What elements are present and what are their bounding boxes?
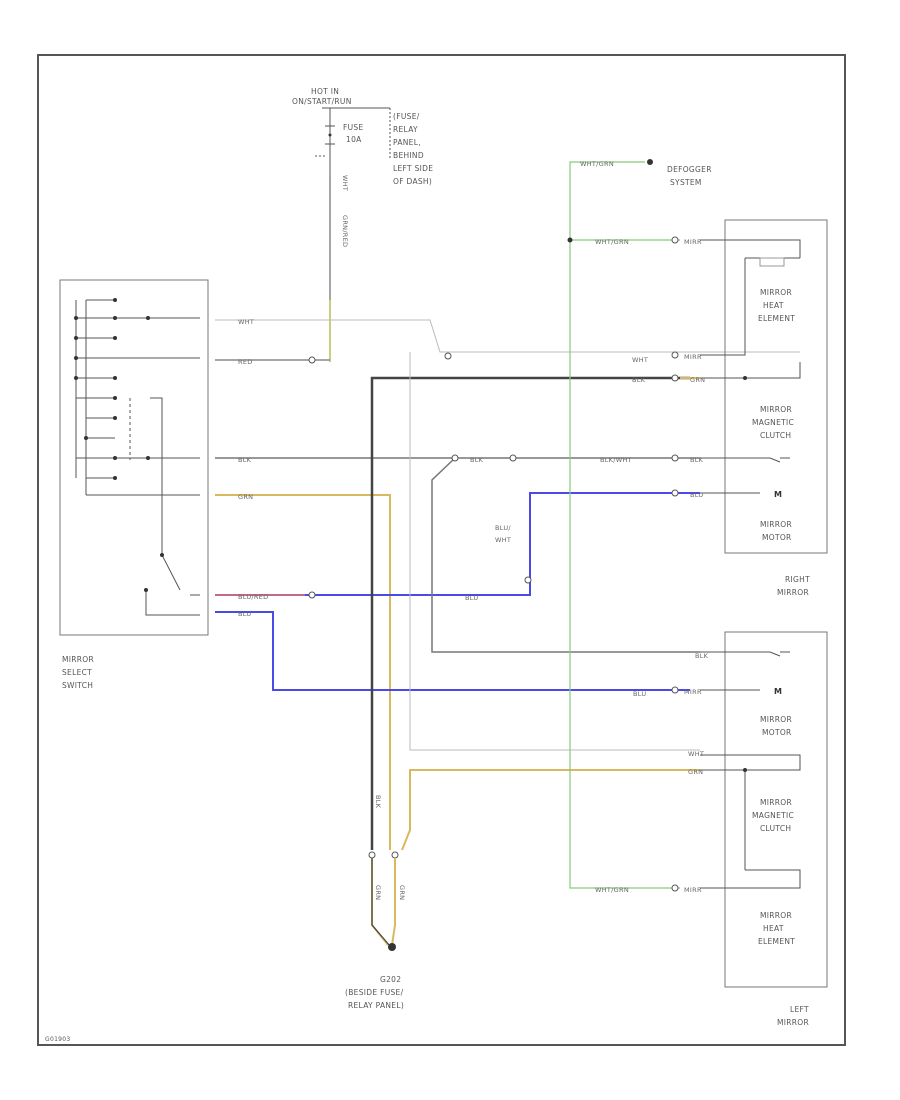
left-clutch-label-2: MAGNETIC: [752, 811, 794, 820]
right-group-label-2: MIRROR: [777, 588, 809, 597]
right-conn-blk: BLK: [690, 456, 704, 464]
left-clutch-label-1: MIRROR: [760, 798, 792, 807]
left-group-label-1: LEFT: [790, 1005, 809, 1014]
left-group-label-2: MIRROR: [777, 1018, 809, 1027]
panel-label-1: (FUSE/: [393, 112, 420, 121]
switch-label-3: SWITCH: [62, 681, 93, 690]
left-mirror: M MIRROR MOTOR MIRROR MAGNETIC CLUTCH MI…: [671, 631, 828, 1027]
left-heat-label-1: MIRROR: [760, 911, 792, 920]
right-heat-label-3: ELEMENT: [758, 314, 795, 323]
wire-label-wht: WHT: [238, 318, 254, 326]
wire-label-blk-right: BLK: [632, 376, 646, 384]
panel-label-4: BEHIND: [393, 151, 424, 160]
wire-label-bluwht-1: BLU/: [495, 524, 511, 532]
right-motor-symbol: M: [774, 490, 782, 499]
power-wire-label-top: WHT: [341, 175, 349, 191]
wire-label-blu-mid: BLU: [465, 594, 478, 602]
right-heat-label-1: MIRROR: [760, 288, 792, 297]
right-conn-grn: GRN: [690, 376, 705, 384]
power-wire-label-mid: GRN/RED: [341, 215, 349, 247]
panel-label-5: LEFT SIDE: [393, 164, 433, 173]
panel-label-3: PANEL,: [393, 138, 421, 147]
wire-label-whtgrn-top: WHT/GRN: [595, 238, 629, 246]
left-motor-label-2: MOTOR: [762, 728, 792, 737]
ground-g202: G202 (BESIDE FUSE/ RELAY PANEL): [345, 858, 404, 1010]
wires: WHT RED BLK GRN BLU/RED BLU BLK BL: [215, 159, 800, 900]
right-clutch-label-1: MIRROR: [760, 405, 792, 414]
right-conn-mirr-1: MIRR: [684, 238, 702, 246]
switch-label-2: SELECT: [62, 668, 92, 677]
wire-label-blk: BLK: [238, 456, 252, 464]
panel-label-6: OF DASH): [393, 177, 432, 186]
wire-label-blk-mid: BLK: [470, 456, 484, 464]
right-clutch-label-2: MAGNETIC: [752, 418, 794, 427]
ground-label-3: RELAY PANEL): [348, 1001, 404, 1010]
defogger-wire-label: WHT/GRN: [580, 160, 614, 168]
left-heat-label-3: ELEMENT: [758, 937, 795, 946]
wire-label-grn-vert: GRN: [374, 885, 382, 900]
panel-label-2: RELAY: [393, 125, 418, 134]
wire-label-blkwht: BLK/WHT: [600, 456, 632, 464]
right-heat-label-2: HEAT: [763, 301, 784, 310]
left-motor-label-1: MIRROR: [760, 715, 792, 724]
wire-label-blu: BLU: [238, 610, 251, 618]
wire-label-grn-left: GRN: [688, 768, 703, 776]
wire-label-grn: GRN: [238, 493, 253, 501]
left-motor-symbol: M: [774, 687, 782, 696]
right-motor-label-1: MIRROR: [760, 520, 792, 529]
wire-label-blk-left: BLK: [695, 652, 709, 660]
wire-label-bluwht-2: WHT: [495, 536, 511, 544]
left-clutch-label-3: CLUTCH: [760, 824, 791, 833]
left-heat-label-2: HEAT: [763, 924, 784, 933]
mirror-select-switch: MIRROR SELECT SWITCH: [59, 279, 209, 690]
wire-label-blu-left: BLU: [633, 690, 646, 698]
right-conn-blu: BLU: [690, 491, 703, 499]
right-clutch-label-3: CLUTCH: [760, 431, 791, 440]
switch-label-1: MIRROR: [62, 655, 94, 664]
left-conn-mirr-2: MIRR: [684, 886, 702, 894]
right-conn-mirr-2: MIRR: [684, 353, 702, 361]
right-motor-label-2: MOTOR: [762, 533, 792, 542]
wire-label-wht-right: WHT: [632, 356, 648, 364]
diagram-frame: [37, 54, 846, 1046]
right-group-label-1: RIGHT: [785, 575, 810, 584]
diagram-code: G01903: [45, 1036, 71, 1043]
hot-label-1: HOT IN: [311, 87, 339, 96]
defogger-system: DEFOGGER SYSTEM WHT/GRN: [580, 160, 712, 187]
defogger-label-1: DEFOGGER: [667, 165, 712, 174]
ground-label-2: (BESIDE FUSE/: [345, 988, 404, 997]
right-mirror: MIRROR HEAT ELEMENT MIRROR MAGNETIC CLUT…: [671, 219, 828, 597]
left-conn-mirr-1: MIRR: [684, 688, 702, 696]
wire-label-red: RED: [238, 358, 253, 366]
wire-label-grn-vert-2: GRN: [398, 885, 406, 900]
hot-label-2: ON/START/RUN: [292, 97, 352, 106]
wire-label-blk-vert: BLK: [374, 795, 382, 809]
wire-label-whtgrn-bot: WHT/GRN: [595, 886, 629, 894]
fuse-label-1: FUSE: [343, 123, 364, 132]
power-source: HOT IN ON/START/RUN FUSE 10A (FUSE/ RELA…: [292, 87, 433, 362]
wire-label-wht-left: WHT: [688, 750, 704, 758]
fuse-label-2: 10A: [346, 135, 362, 144]
defogger-label-2: SYSTEM: [670, 178, 702, 187]
wire-label-blured: BLU/RED: [238, 593, 268, 601]
ground-label-1: G202: [380, 975, 401, 984]
